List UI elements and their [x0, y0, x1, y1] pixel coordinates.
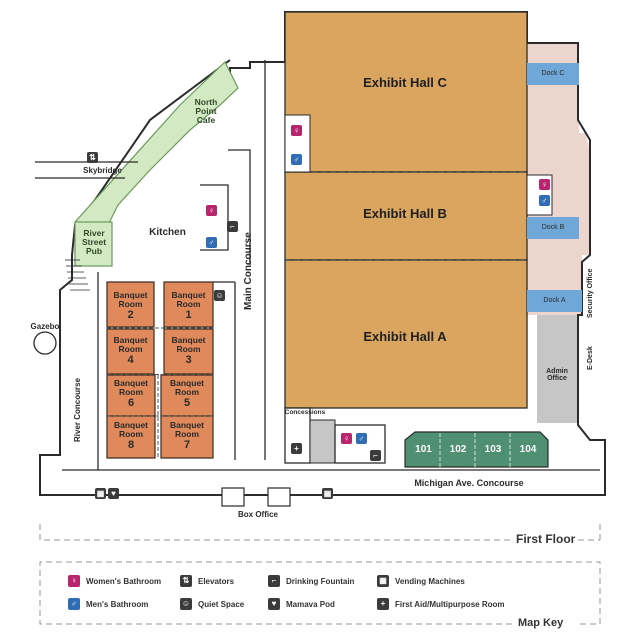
- womens-bathroom-icon: ♀: [539, 179, 550, 190]
- vending-machines-icon: ▦: [322, 488, 333, 499]
- mens-bathroom-icon: ♂: [206, 237, 217, 248]
- key-quiet-space: ☺Quiet Space: [180, 598, 245, 610]
- mens-bathroom-icon: ♂: [356, 433, 367, 444]
- dock-c-label: Dock C: [541, 70, 565, 77]
- dock-c-area: [527, 43, 579, 133]
- banquet-room-7[interactable]: [160, 415, 214, 459]
- vending-machines-icon: ▦: [95, 488, 106, 499]
- mamava-pod-icon: ♥: [268, 598, 280, 610]
- river-street-pub-label: River Street Pub: [81, 228, 107, 256]
- mens-bathroom-icon: ♂: [68, 598, 80, 610]
- map-key-title: Map Key: [518, 617, 564, 629]
- banquet-room-1[interactable]: [163, 281, 214, 328]
- banquet-room-5[interactable]: [160, 374, 214, 417]
- river-street-pub-area: [74, 221, 113, 267]
- banquet-room-6[interactable]: [106, 374, 156, 417]
- key-vending-machines: ▦Vending Machines: [377, 575, 465, 587]
- womens-bathroom-icon: ♀: [291, 125, 302, 136]
- banquet-room-4[interactable]: [106, 328, 155, 375]
- first-aid-icon: +: [291, 443, 302, 454]
- hall-c-label: Exhibit Hall C: [363, 75, 447, 90]
- gazebo-shape: [33, 331, 57, 355]
- womens-bathroom-icon: ♀: [206, 205, 217, 216]
- elevators-icon: ⇅: [87, 152, 98, 163]
- admin-office-area: [537, 315, 577, 423]
- floor-title: First Floor: [516, 532, 576, 546]
- river-concourse-label: River Concourse: [73, 377, 82, 442]
- meeting-rooms-block: [404, 431, 549, 468]
- exhibit-hall-a-area: [284, 259, 528, 409]
- womens-bathroom-icon: ♀: [341, 433, 352, 444]
- concessions-label: Concessions: [284, 409, 326, 416]
- room-102-label: 102: [449, 444, 467, 455]
- banquet-room-3[interactable]: [163, 328, 214, 375]
- elevators-icon: ⇅: [180, 575, 192, 587]
- main-concourse-label: Main Concourse: [243, 232, 254, 310]
- mens-bathroom-icon: ♂: [291, 154, 302, 165]
- exhibit-hall-c-area: [284, 11, 528, 173]
- room-104-label: 104: [519, 444, 537, 455]
- vending-machines-icon: ▦: [377, 575, 389, 587]
- banquet-room-2[interactable]: [106, 281, 155, 328]
- michigan-concourse-label: Michigan Ave. Concourse: [414, 478, 524, 488]
- hall-b-label: Exhibit Hall B: [363, 206, 447, 221]
- banquet-rooms: [106, 281, 214, 459]
- security-office-label: Security Office: [587, 268, 594, 318]
- kitchen-label: Kitchen: [149, 227, 186, 238]
- north-point-cafe-label: North Point Cafe: [194, 97, 218, 125]
- hall-a-label: Exhibit Hall A: [363, 329, 447, 344]
- key-first-aid: +First Aid/Multipurpose Room: [377, 598, 504, 610]
- room-101-label: 101: [415, 444, 432, 455]
- mamava-pod-icon: ♥: [108, 488, 119, 499]
- skybridge-label: Skybridge: [83, 166, 122, 175]
- key-womens-bathroom: ♀Women's Bathroom: [68, 575, 161, 587]
- dock-b-label: Dock B: [541, 224, 565, 231]
- drinking-fountain-icon: ⌐: [227, 221, 238, 232]
- key-mamava-pod: ♥Mamava Pod: [268, 598, 335, 610]
- quiet-space-icon: ☺: [214, 290, 225, 301]
- admin-office-label: Admin Office: [546, 368, 568, 383]
- womens-bathroom-icon: ♀: [68, 575, 80, 587]
- e-desk-label: E-Desk: [587, 346, 594, 370]
- drinking-fountain-icon: ⌐: [370, 450, 381, 461]
- dock-a-label: Dock A: [543, 297, 566, 304]
- drinking-fountain-icon: ⌐: [268, 575, 280, 587]
- room-103-label: 103: [484, 444, 502, 455]
- key-mens-bathroom: ♂Men's Bathroom: [68, 598, 148, 610]
- key-elevators: ⇅Elevators: [180, 575, 234, 587]
- gazebo-label: Gazebo: [30, 322, 60, 331]
- box-office-label: Box Office: [237, 510, 278, 519]
- quiet-space-icon: ☺: [180, 598, 192, 610]
- mens-bathroom-icon: ♂: [539, 195, 550, 206]
- key-drinking-fountain: ⌐Drinking Fountain: [268, 575, 354, 587]
- first-aid-icon: +: [377, 598, 389, 610]
